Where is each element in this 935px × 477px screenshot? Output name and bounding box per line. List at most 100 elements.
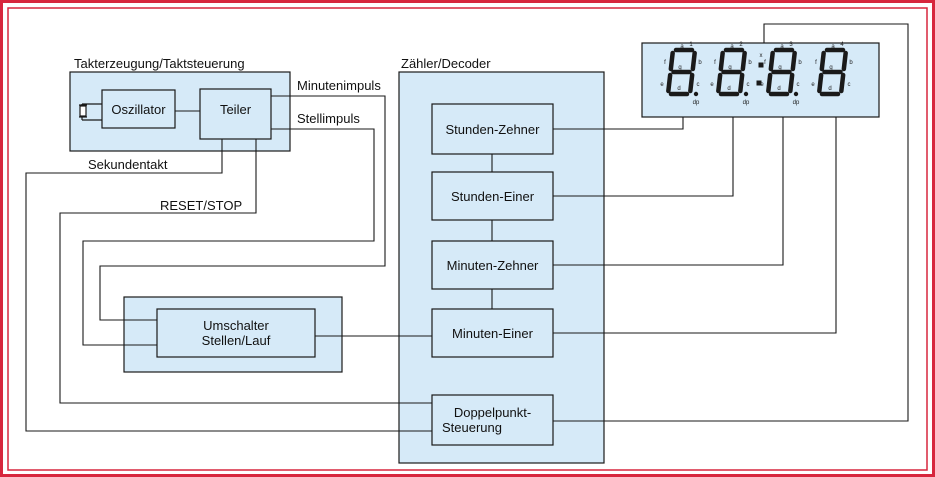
wire-set-pulse <box>82 128 375 346</box>
segment-b <box>690 50 697 72</box>
segment-letter-d: d <box>727 86 730 92</box>
hours-ones-label: Stunden-Einer <box>432 172 553 220</box>
wire-reset-stop <box>59 139 432 404</box>
segment-e <box>766 72 773 94</box>
oscillator-label: Oszillator <box>102 90 175 128</box>
segment-letter-c: c <box>848 82 851 88</box>
wire-hours-tens-out <box>553 117 684 130</box>
segment-e <box>666 72 673 94</box>
minutes-ones-text: Minuten-Einer <box>452 325 533 341</box>
segment-f <box>718 50 725 72</box>
segment-letter-d: d <box>777 86 780 92</box>
hours-tens-text: Stunden-Zehner <box>445 121 540 137</box>
digit-number: 3 <box>789 42 793 48</box>
segment-e <box>817 72 824 94</box>
segment-letter-f: f <box>714 60 716 66</box>
reset-stop-label: RESET/STOP <box>160 198 243 213</box>
segment-letter-b: b <box>748 60 752 66</box>
hours-tens-label: Stunden-Zehner <box>432 104 553 154</box>
segment-letter-a: a <box>730 44 734 50</box>
segment-f <box>668 50 675 72</box>
hours-ones-block <box>431 171 554 221</box>
dp-label: dp <box>693 100 700 106</box>
switch-text-line1: Umschalter <box>203 318 269 333</box>
segment-c <box>788 72 795 94</box>
segment-letter-a: a <box>780 44 784 50</box>
hours-tens-block <box>431 103 554 155</box>
minutes-tens-text: Minuten-Zehner <box>446 257 539 273</box>
colon-label: x <box>760 53 763 59</box>
segment-letter-f: f <box>664 60 666 66</box>
divider-block <box>199 88 272 140</box>
minutes-tens-block <box>431 240 554 290</box>
segment-e <box>716 72 723 94</box>
dp-label: dp <box>743 100 750 106</box>
oscillator-block <box>101 89 176 129</box>
inner-frame <box>7 7 928 471</box>
colon-control-label: Doppelpunkt- Steuerung <box>432 395 553 445</box>
segment-letter-f: f <box>764 60 766 66</box>
switch-block <box>156 308 316 358</box>
segment-letter-g: g <box>678 65 681 71</box>
segment-b <box>740 50 747 72</box>
decimal-point <box>793 91 799 97</box>
lcd-digit-2: a b c d e f g 2 dp <box>710 42 752 106</box>
wire-hours-ones-out <box>553 117 734 197</box>
wire-minutes-ones-out <box>553 117 837 334</box>
segment-letter-b: b <box>698 60 702 66</box>
lcd-display <box>641 42 880 118</box>
counter-group-title: Zähler/Decoder <box>401 56 491 71</box>
colon-dot <box>756 80 762 86</box>
decimal-point <box>743 91 749 97</box>
wire-colon-out <box>553 23 909 422</box>
minutes-ones-label: Minuten-Einer <box>432 309 553 357</box>
hours-ones-text: Stunden-Einer <box>450 188 535 204</box>
segment-letter-e: e <box>710 82 714 88</box>
digit-number: 2 <box>739 42 743 48</box>
divider-label: Teiler <box>200 89 271 129</box>
segment-letter-a: a <box>831 44 835 50</box>
segment-letter-b: b <box>798 60 802 66</box>
minutes-ones-block <box>431 308 554 358</box>
segment-letter-g: g <box>728 65 731 71</box>
switch-text-line2: Stellen/Lauf <box>201 333 271 348</box>
wire-minutes-tens-out <box>553 117 784 266</box>
digit-number: 1 <box>689 42 693 48</box>
colon-control-text-line1: Doppelpunkt- <box>453 405 532 420</box>
wire-minute-pulse <box>99 95 386 321</box>
segment-letter-c: c <box>747 82 750 88</box>
colon-control-block <box>431 394 554 446</box>
segment-letter-c: c <box>797 82 800 88</box>
segment-letter-d: d <box>677 86 680 92</box>
segment-f <box>768 50 775 72</box>
connections <box>25 23 909 432</box>
switch-label: Umschalter Stellen/Lauf <box>157 309 315 357</box>
segment-letter-e: e <box>760 82 764 88</box>
colon-dot <box>758 62 764 68</box>
lcd-digit-3: a b c d e f g 3 dp <box>760 42 802 106</box>
segment-c <box>839 72 846 94</box>
segment-letter-c: c <box>697 82 700 88</box>
set-pulse-label: Stellimpuls <box>297 111 360 126</box>
dp-label: dp <box>793 100 800 106</box>
second-clock-label: Sekundentakt <box>88 157 168 172</box>
segment-letter-g: g <box>829 65 832 71</box>
segment-letter-e: e <box>811 82 815 88</box>
minutes-tens-label: Minuten-Zehner <box>432 241 553 289</box>
segment-letter-a: a <box>680 44 684 50</box>
segment-letter-b: b <box>849 60 853 66</box>
segment-b <box>790 50 797 72</box>
divider-text: Teiler <box>219 101 252 117</box>
segment-letter-g: g <box>778 65 781 71</box>
segment-c <box>688 72 695 94</box>
segment-letter-e: e <box>660 82 664 88</box>
decimal-point <box>693 91 699 97</box>
digit-number: 4 <box>840 42 844 48</box>
minute-pulse-label: Minutenimpuls <box>297 78 381 93</box>
segment-b <box>841 50 848 72</box>
segment-c <box>738 72 745 94</box>
wire-second-clock <box>25 139 432 432</box>
